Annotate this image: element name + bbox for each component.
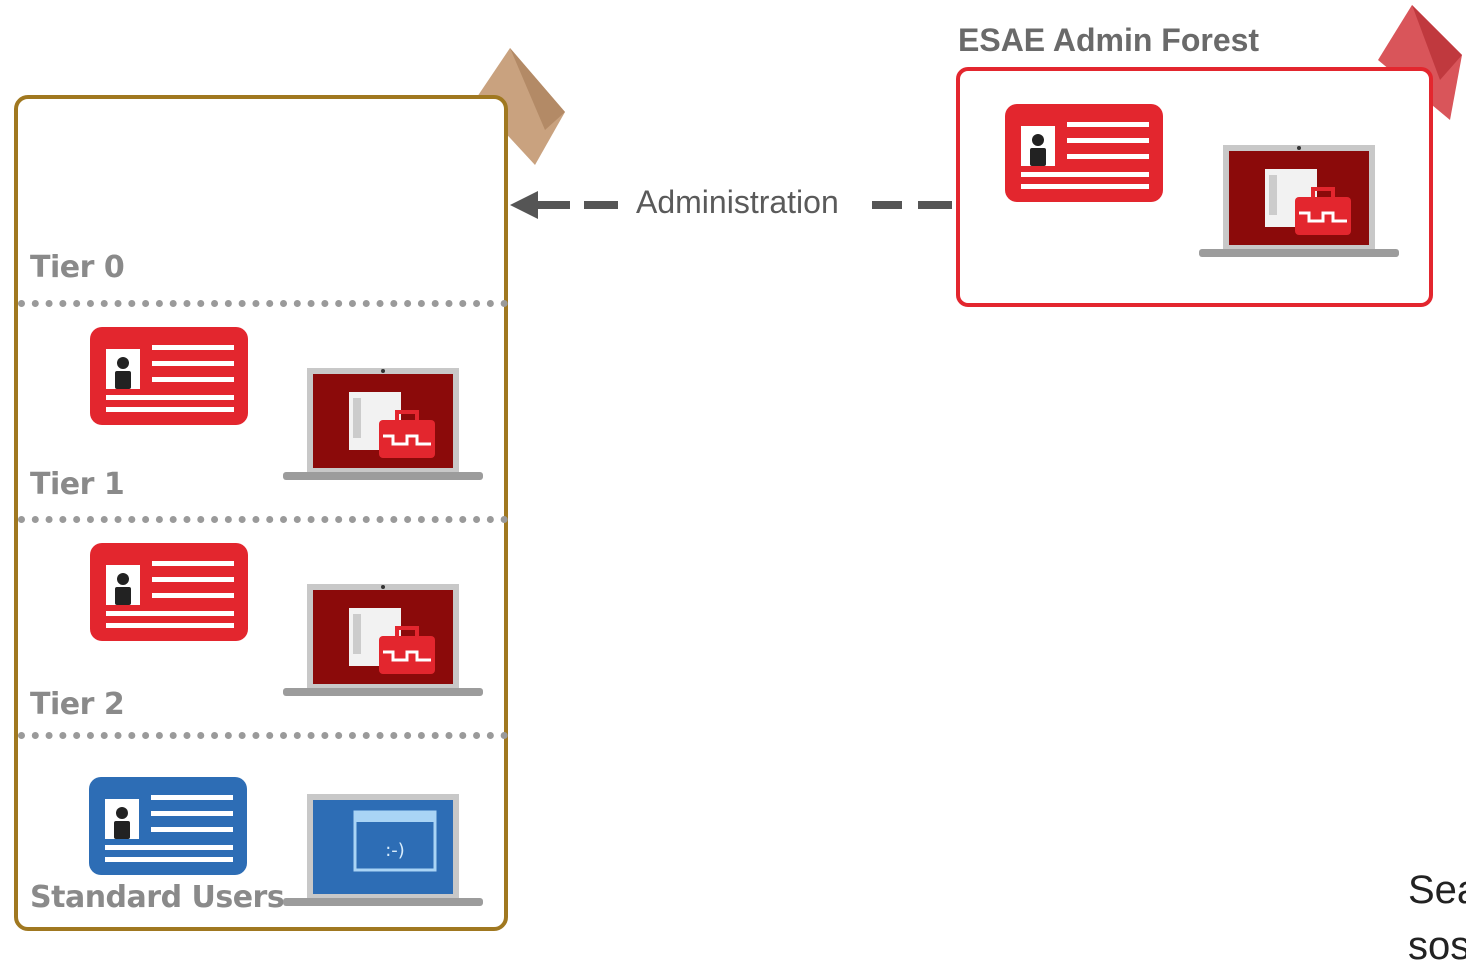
standard-user-laptop-icon: :-)	[283, 794, 483, 906]
tier-2-divider	[18, 732, 508, 739]
cropped-footer-text: Sea sos	[1408, 862, 1466, 974]
tier-1-admin-laptop-icon	[283, 584, 483, 696]
cropped-footer-line-1: Sea	[1408, 868, 1466, 912]
tier-0-admin-laptop-icon	[283, 368, 483, 480]
tier-0-divider	[18, 300, 508, 307]
esae-forest-tree-icon	[1378, 5, 1462, 120]
cropped-footer-line-2: sos	[1408, 924, 1466, 968]
esae-admin-id-card-icon	[1005, 104, 1163, 202]
tier-2-label: Tier 2	[30, 687, 125, 722]
administration-arrow-icon	[510, 191, 952, 219]
administration-label: Administration	[636, 184, 839, 220]
tier-1-label: Tier 1	[30, 467, 125, 502]
tier-0-admin-id-card-icon	[90, 327, 248, 425]
svg-text::-): :-)	[385, 840, 405, 861]
production-forest-tree-icon	[475, 48, 565, 165]
tier-1-admin-id-card-icon	[90, 543, 248, 641]
tier-1-divider	[18, 516, 508, 523]
standard-users-label: Standard Users	[30, 880, 285, 915]
tier-0-label: Tier 0	[30, 250, 125, 285]
esae-admin-laptop-icon	[1199, 145, 1399, 257]
standard-user-id-card-icon	[89, 777, 247, 875]
esae-forest-title: ESAE Admin Forest	[958, 22, 1260, 58]
